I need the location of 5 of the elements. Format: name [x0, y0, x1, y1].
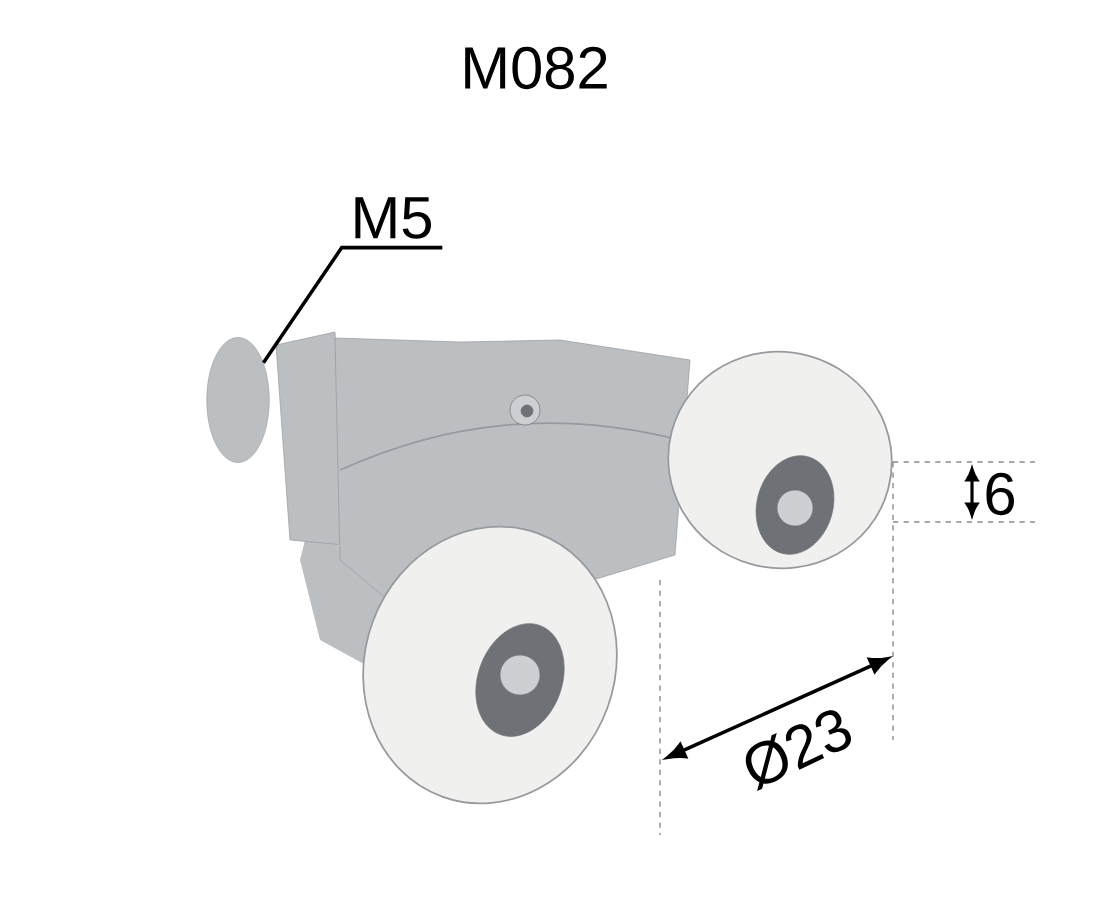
- callout-label: M5: [355, 197, 431, 239]
- dimension-label: 6: [986, 472, 1014, 516]
- title: M082: [465, 46, 607, 90]
- end-cap: [206, 337, 270, 463]
- leader-line: [261, 245, 443, 364]
